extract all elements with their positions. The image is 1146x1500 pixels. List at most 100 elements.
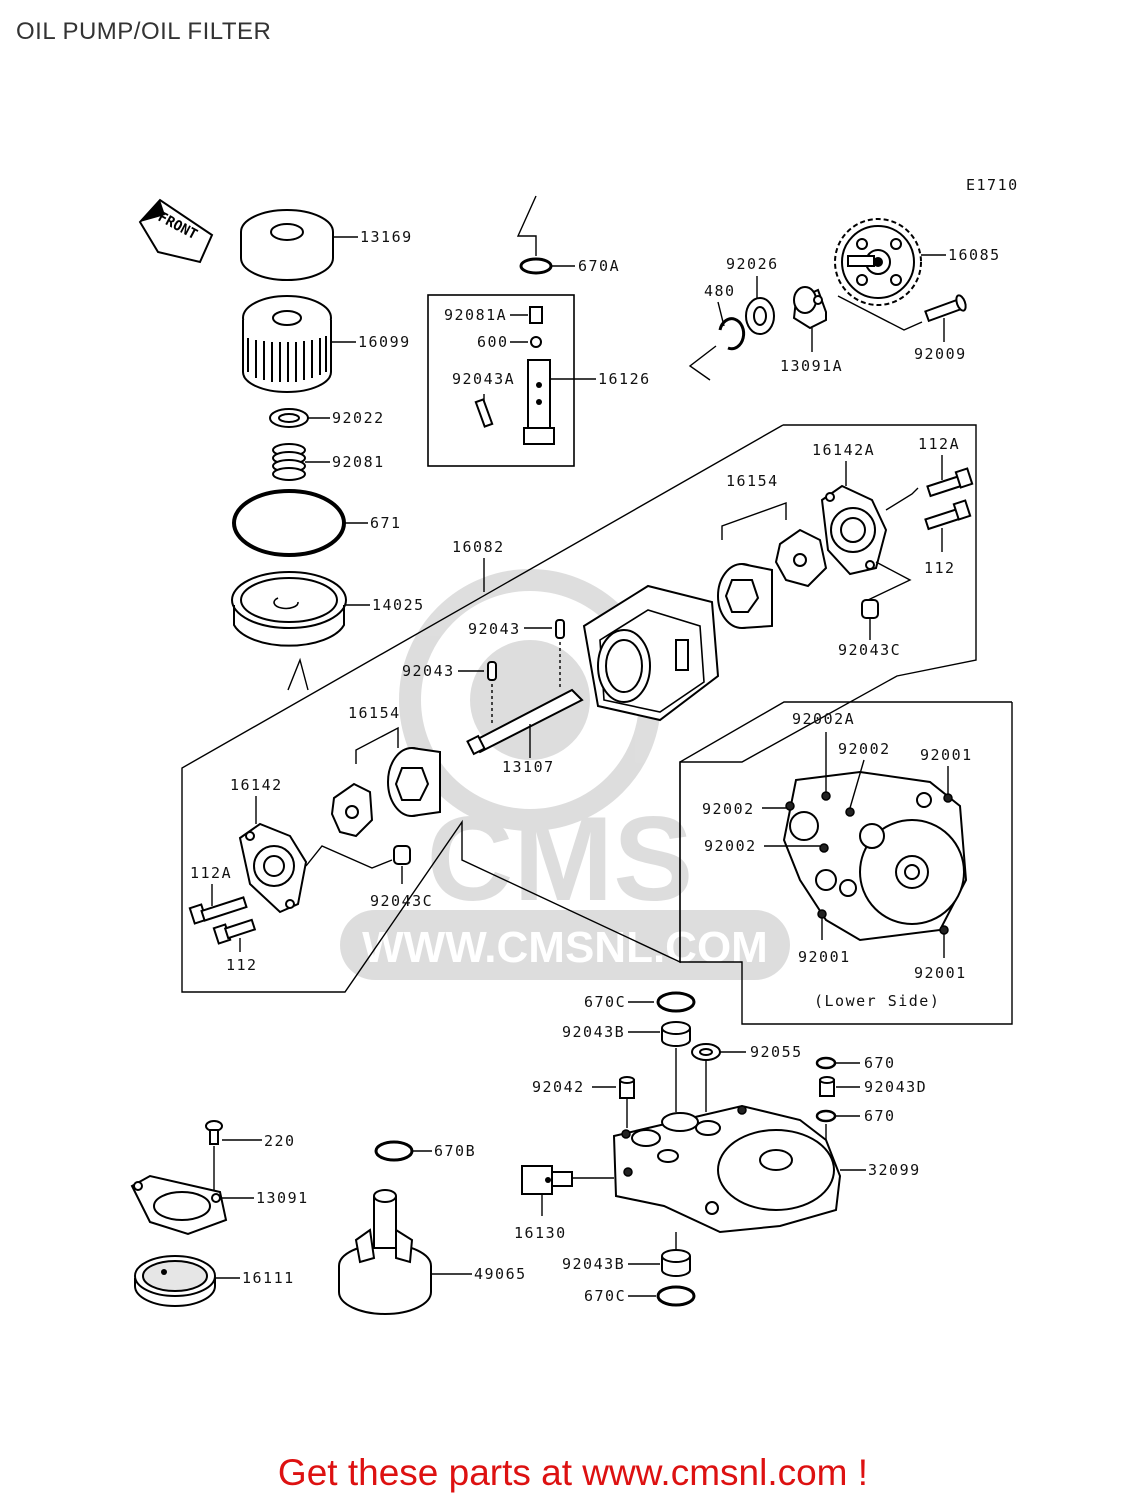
part-label-13091: 13091 bbox=[256, 1189, 309, 1207]
lower-side-housing bbox=[782, 770, 968, 942]
part-label-16082: 16082 bbox=[452, 538, 505, 556]
part-label-92043C-left: 92043C bbox=[370, 892, 433, 910]
pump-cover-16142A bbox=[820, 484, 888, 576]
part-label-92081A: 92081A bbox=[444, 306, 507, 324]
part-label-670A: 670A bbox=[578, 257, 620, 275]
part-label-480: 480 bbox=[704, 282, 736, 300]
part-label-16130: 16130 bbox=[514, 1224, 567, 1242]
rotor-inner-16154-top bbox=[774, 528, 828, 588]
dowel-92043D bbox=[819, 1076, 835, 1097]
part-label-92043B-top: 92043B bbox=[562, 1023, 625, 1041]
part-label-112-top: 112 bbox=[924, 559, 956, 577]
bolt-112A-top bbox=[926, 467, 974, 498]
oil-filter-cover bbox=[240, 209, 334, 281]
part-label-92043C-top: 92043C bbox=[838, 641, 901, 659]
part-label-16154-top: 16154 bbox=[726, 472, 779, 490]
part-label-600: 600 bbox=[477, 333, 509, 351]
part-label-670-a: 670 bbox=[864, 1054, 896, 1072]
relief-valve-16126 bbox=[523, 359, 555, 445]
part-label-16111: 16111 bbox=[242, 1269, 295, 1287]
part-label-49065: 49065 bbox=[474, 1265, 527, 1283]
part-label-670C-top: 670C bbox=[584, 993, 626, 1011]
spring-92081 bbox=[272, 443, 306, 481]
watermark-url: WWW.CMSNL.COM bbox=[362, 923, 768, 972]
strainer-16111 bbox=[134, 1255, 216, 1307]
part-label-112A-left: 112A bbox=[190, 864, 232, 882]
part-label-670-b: 670 bbox=[864, 1107, 896, 1125]
spring-92081A bbox=[529, 306, 543, 324]
pump-gear-16085 bbox=[834, 218, 922, 306]
bolt-92009 bbox=[924, 294, 967, 323]
screw-220 bbox=[205, 1120, 223, 1145]
part-label-16085: 16085 bbox=[948, 246, 1001, 264]
fitting-16130 bbox=[521, 1165, 573, 1195]
plate-13091 bbox=[130, 1174, 228, 1236]
circlip-480 bbox=[718, 317, 746, 351]
part-label-13107: 13107 bbox=[502, 758, 555, 776]
part-label-112A-top: 112A bbox=[918, 435, 960, 453]
bracket-13091A bbox=[792, 286, 827, 330]
bolt-112-left bbox=[212, 918, 257, 945]
part-label-92001-c: 92001 bbox=[914, 964, 967, 982]
part-label-92001-b: 92001 bbox=[798, 948, 851, 966]
part-label-32099: 32099 bbox=[868, 1161, 921, 1179]
bolt-112A-left bbox=[188, 896, 248, 925]
part-label-14025: 14025 bbox=[372, 596, 425, 614]
page-title: OIL PUMP/OIL FILTER bbox=[16, 18, 272, 45]
part-label-92043D: 92043D bbox=[864, 1078, 927, 1096]
pump-shaft-13107 bbox=[466, 688, 584, 756]
o-ring-670B bbox=[374, 1140, 414, 1162]
rotor-outer-16154-top bbox=[717, 563, 773, 629]
pump-base-32099 bbox=[612, 1104, 842, 1234]
dowel-92043C-top bbox=[861, 599, 879, 619]
pump-cover-16142 bbox=[238, 822, 308, 914]
o-ring-670-b bbox=[815, 1109, 837, 1123]
o-ring-670C-bottom bbox=[656, 1285, 696, 1307]
part-label-16099: 16099 bbox=[358, 333, 411, 351]
oil-filter-bolt-14025 bbox=[231, 571, 347, 647]
part-label-16142: 16142 bbox=[230, 776, 283, 794]
bolt-112-top bbox=[924, 499, 972, 531]
part-label-220: 220 bbox=[264, 1132, 296, 1150]
part-label-92001-a: 92001 bbox=[920, 746, 973, 764]
part-label-92002-b: 92002 bbox=[702, 800, 755, 818]
lower-side-outline bbox=[679, 701, 1013, 1025]
dowel-92043B-bottom bbox=[661, 1249, 691, 1277]
oil-filter-element bbox=[242, 295, 332, 393]
oil-pickup-49065 bbox=[338, 1189, 432, 1315]
part-label-92081: 92081 bbox=[332, 453, 385, 471]
diagram-code: E1710 bbox=[966, 176, 1019, 194]
lower-side-note: (Lower Side) bbox=[814, 992, 940, 1010]
part-label-671: 671 bbox=[370, 514, 402, 532]
footer-banner[interactable]: Get these parts at www.cmsnl.com ! bbox=[277, 1452, 869, 1493]
part-label-13169: 13169 bbox=[360, 228, 413, 246]
o-ring-670A bbox=[519, 257, 553, 275]
rotor-inner-16154-left bbox=[330, 782, 374, 838]
part-label-92026: 92026 bbox=[726, 255, 779, 273]
o-ring-670C-top bbox=[656, 991, 696, 1013]
dowel-92042 bbox=[619, 1076, 635, 1099]
part-label-92043A: 92043A bbox=[452, 370, 515, 388]
part-label-112-left: 112 bbox=[226, 956, 258, 974]
front-arrow-icon: FRONT bbox=[138, 198, 214, 264]
o-ring-671 bbox=[232, 489, 346, 557]
relief-valve-box bbox=[427, 294, 575, 467]
part-label-92002-c: 92002 bbox=[704, 837, 757, 855]
watermark-brand: CMS bbox=[427, 792, 694, 926]
part-label-92055: 92055 bbox=[750, 1043, 803, 1061]
part-label-670B: 670B bbox=[434, 1142, 476, 1160]
pin-92043A bbox=[474, 398, 494, 428]
part-label-92042: 92042 bbox=[532, 1078, 585, 1096]
o-ring-670-a bbox=[815, 1056, 837, 1070]
pump-body-16082 bbox=[582, 584, 720, 722]
pin-92043-a bbox=[555, 619, 565, 639]
part-label-92002-a: 92002 bbox=[838, 740, 891, 758]
part-label-92043B-bottom: 92043B bbox=[562, 1255, 625, 1273]
dowel-92043C-left bbox=[393, 845, 411, 865]
part-label-92002A: 92002A bbox=[792, 710, 855, 728]
part-label-92043-a: 92043 bbox=[468, 620, 521, 638]
part-label-16126: 16126 bbox=[598, 370, 651, 388]
pin-92043-b bbox=[487, 661, 497, 681]
part-label-13091A: 13091A bbox=[780, 357, 843, 375]
part-label-16154-left: 16154 bbox=[348, 704, 401, 722]
